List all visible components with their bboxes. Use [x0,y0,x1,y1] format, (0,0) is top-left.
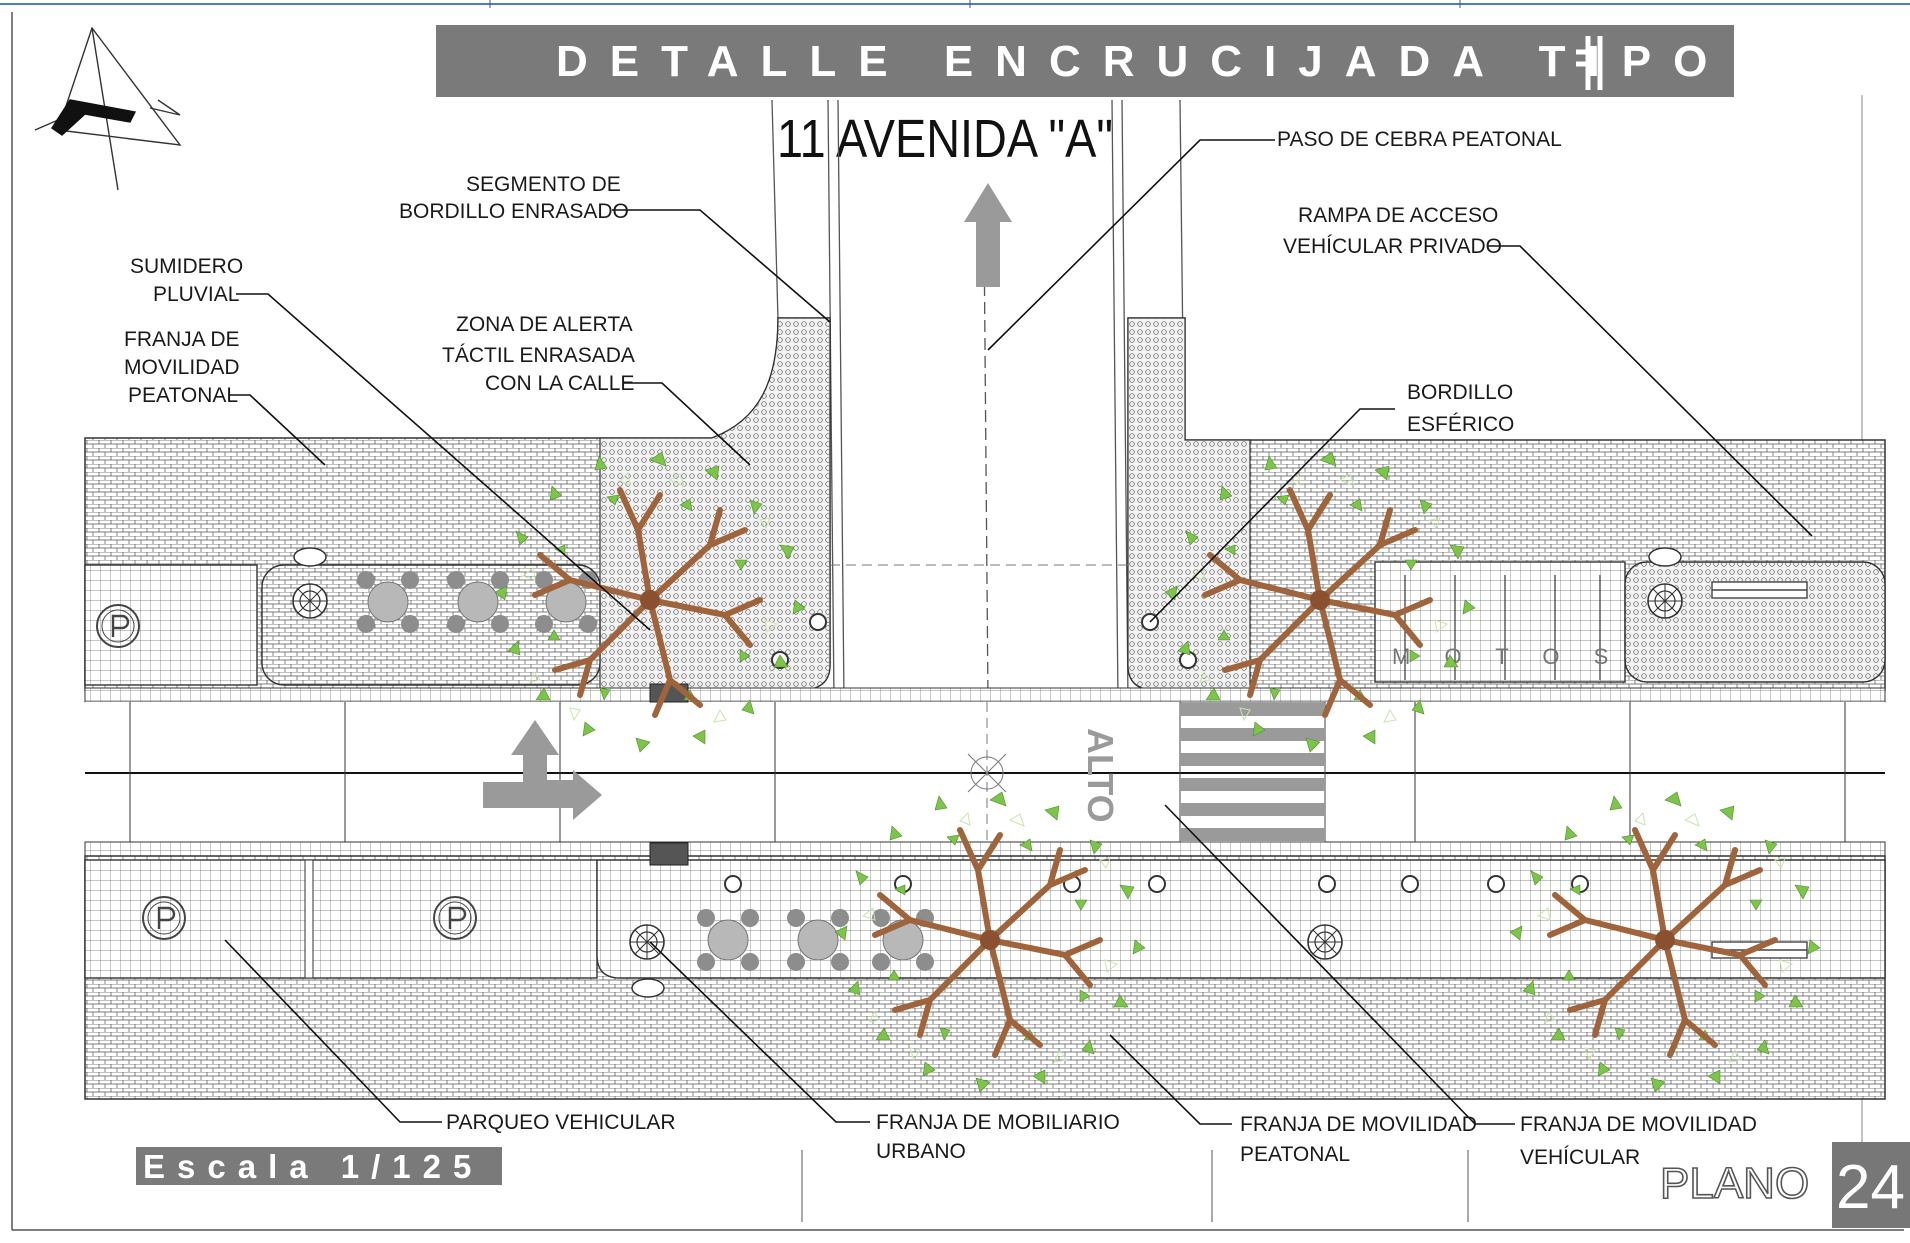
sidewalk-bottom [84,855,1886,1100]
label-bordillo-2: ESFÉRICO [1407,413,1514,436]
alto-road-marking: ALTO [1080,728,1121,823]
curb-band-top [84,687,1886,703]
label-segmento-1: SEGMENTO DE [466,173,621,196]
drain-cover-icon [1647,583,1683,619]
label-franja-top-2: MOVILIDAD [124,356,240,379]
title-banner [436,25,1734,97]
label-franja-top-1: FRANJA DE [124,328,240,351]
turn-arrow-road-icon [483,720,602,820]
street-name: 11 AVENIDA "A" [777,109,1113,169]
label-parqueo: PARQUEO VEHICULAR [446,1111,676,1134]
label-zona-2: TÁCTIL ENRASADA [442,344,635,367]
north-street-lines [771,99,1185,701]
drain-cover-icon [292,583,328,619]
cross-street [85,564,1885,842]
plan-number: 24 [1836,1153,1905,1222]
page-title: DETALLE ENCRUCIJADA TIPO [556,37,1729,86]
label-peatonal-bottom-1: FRANJA DE MOVILIDAD [1240,1113,1477,1136]
storm-drain-icon [649,842,689,866]
label-zona-3: CON LA CALLE [485,372,634,395]
label-mobiliario-1: FRANJA DE MOBILIARIO [876,1111,1120,1134]
scale-banner [136,1147,502,1185]
label-vehicular-1: FRANJA DE MOVILIDAD [1520,1113,1757,1136]
zebra-crossing [1179,701,1326,843]
north-arrow-icon [34,26,182,191]
scale-text: Escala 1/125 [143,1148,483,1185]
intersection-symbol-icon [1576,36,1603,90]
annotation-labels: PASO DE CEBRA PEATONAL SEGMENTO DE BORDI… [124,128,1757,1169]
label-zona-1: ZONA DE ALERTA [456,313,633,336]
label-rampa-2: VEHÍCULAR PRIVADO [1283,235,1502,258]
label-vehicular-2: VEHÍCULAR [1520,1146,1640,1169]
label-franja-top-3: PEATONAL [128,384,238,407]
label-mobiliario-2: URBANO [876,1140,966,1163]
label-sumidero-1: SUMIDERO [130,255,243,278]
leader-lines [224,139,1813,1125]
bench-icon [1711,581,1808,599]
north-arrow-road-icon [964,183,1012,287]
motos-marking: M O T O S [1392,644,1622,669]
drain-cover-icon [1307,924,1343,960]
label-rampa-1: RAMPA DE ACCESO [1298,204,1498,227]
label-bordillo-1: BORDILLO [1407,381,1513,404]
label-peatonal-bottom-2: PEATONAL [1240,1143,1350,1166]
label-paso-cebra: PASO DE CEBRA PEATONAL [1277,128,1562,151]
plan-number-box [1832,1142,1910,1228]
plan-label: PLANO [1660,1159,1809,1208]
drain-cover-icon [629,924,665,960]
label-segmento-2: BORDILLO ENRASADO [399,200,629,223]
sidewalk-top-right [1127,317,1886,691]
label-sumidero-2: PLUVIAL [153,283,239,306]
bin-icons [293,547,1682,998]
